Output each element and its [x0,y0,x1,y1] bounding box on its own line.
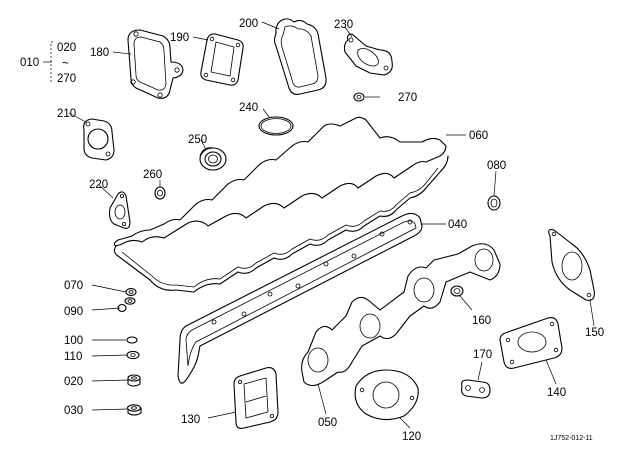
callout-220: 220 [89,179,108,191]
part-260-seal [154,186,166,200]
part-110-washer [126,350,140,360]
callout-040: 040 [448,219,467,231]
diagram-reference-code: 1J752-012-11 [550,435,593,442]
callout-150: 150 [585,327,604,339]
callout-030: 030 [64,405,83,417]
part-180-gasket [127,29,184,99]
callout-210: 210 [57,108,76,120]
part-080-grommet [487,195,501,211]
part-150-gasket [548,229,595,301]
callout-020: 020 [64,376,83,388]
callout-190: 190 [170,32,189,44]
part-190-gasket [200,33,244,86]
callout-010: 010 [20,57,39,69]
part-160-seal [450,285,464,297]
callout-100: 100 [64,335,83,347]
part-130-gasket [233,367,279,429]
part-050-exhaust-gasket [301,243,501,387]
callout-080: 080 [487,160,506,172]
callout-250: 250 [188,134,207,146]
part-200-gasket [273,18,327,95]
callout-range-tilde: ~ [62,58,69,70]
callout-180: 180 [90,47,109,59]
callout-050: 050 [318,417,337,429]
part-030-seal [126,404,142,416]
callout-160: 160 [472,315,491,327]
callout-120: 120 [402,431,421,443]
part-100-oring [126,336,138,344]
part-210-gasket [83,118,115,161]
callout-140: 140 [547,387,566,399]
callout-240: 240 [239,102,258,114]
callout-270-range-end: 270 [57,73,76,85]
callout-260: 260 [143,169,162,181]
callout-170: 170 [473,349,492,361]
part-250-seal [199,147,227,171]
callout-230: 230 [334,19,353,31]
callout-270: 270 [398,92,417,104]
callout-070: 070 [64,280,83,292]
part-220-gasket [108,191,131,229]
part-070-washer [125,288,137,296]
callout-020-range-start: 020 [57,42,76,54]
callout-110: 110 [64,351,82,363]
part-090-washer [117,297,136,313]
callout-060: 060 [469,130,488,142]
part-270-washer [353,92,365,102]
part-170-gasket [460,379,491,399]
part-020-seal [127,374,141,387]
part-040-manifold-gasket [177,212,423,384]
part-230-gasket [343,33,393,76]
leader-lines [43,21,595,429]
part-140-gasket [499,317,563,369]
callout-130: 130 [181,414,200,426]
part-120-gasket [354,369,419,421]
callout-labels: 010 020 ~ 270 180 190 200 230 270 210 24… [20,18,604,443]
callout-200: 200 [239,18,258,30]
part-240-oring [258,116,294,136]
part-060-headcover-gasket [113,116,449,293]
callout-090: 090 [64,306,83,318]
